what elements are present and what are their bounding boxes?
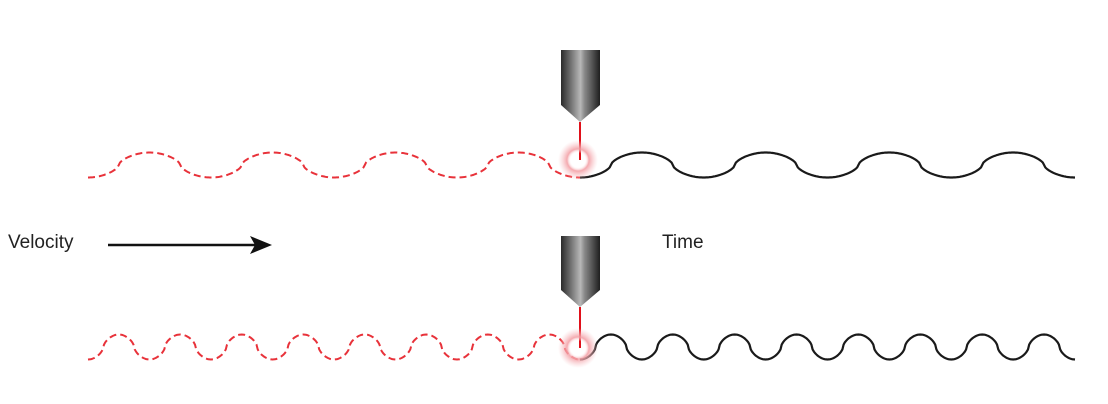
laser-spot-bottom [558, 328, 598, 368]
laser-spot-top [558, 140, 598, 180]
velocity-label: Velocity [8, 232, 74, 253]
printed-wave-top [580, 151, 1075, 179]
printed-wave-bottom [579, 333, 1076, 361]
velocity-arrow [108, 236, 272, 254]
print-nozzle-bottom [558, 236, 600, 368]
print-nozzle-top [558, 50, 600, 180]
time-label: Time [662, 232, 704, 253]
unprinted-wave-bottom [87, 333, 581, 361]
unprinted-wave-top [88, 151, 580, 179]
